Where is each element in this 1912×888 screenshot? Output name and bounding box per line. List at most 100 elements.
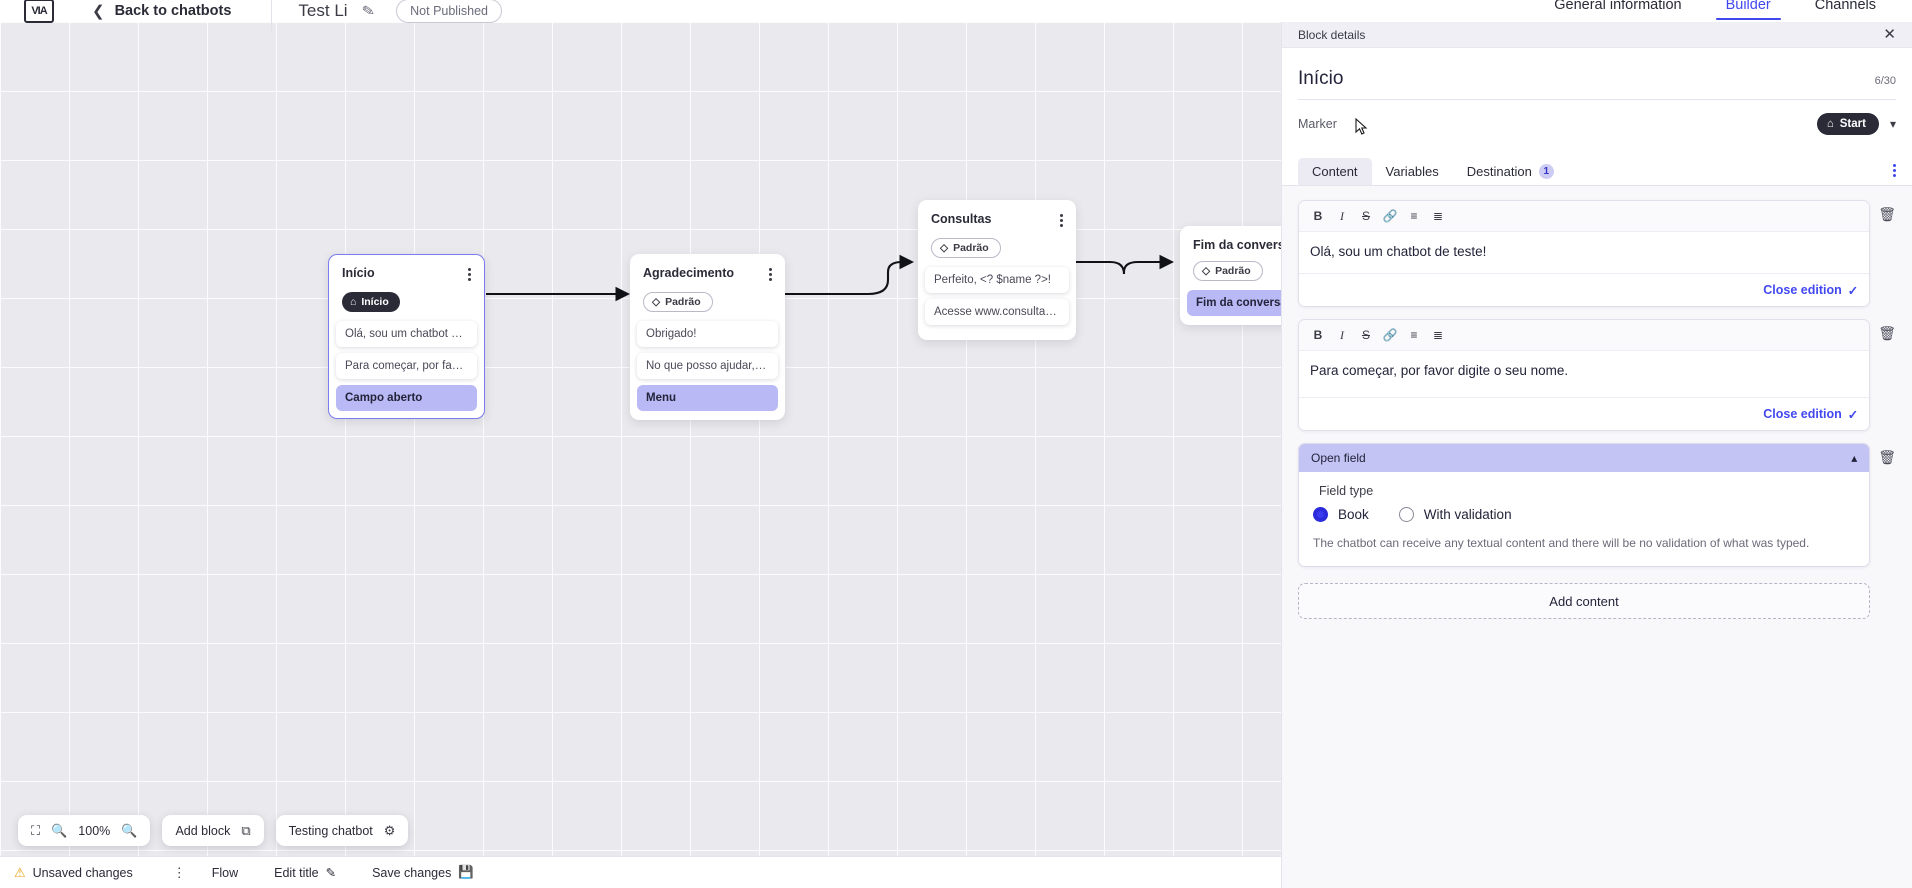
panel-more-options-icon[interactable]	[1893, 162, 1896, 185]
flow-node-fim-da-conversa[interactable]: Fim da conversa ◇ Padrão Fim da conversa	[1180, 226, 1281, 325]
canvas-toolbar: ⛶ 🔍 100% 🔍 Add block ⧉ Testing chatbot ⚙	[18, 815, 409, 846]
node-title: Agradecimento	[643, 266, 734, 280]
back-chevron-icon[interactable]: ❮	[92, 3, 105, 20]
rich-text-editor[interactable]: B I S 🔗 ≡ ≣ Olá, sou um chatbot de teste…	[1298, 200, 1871, 308]
fit-screen-icon[interactable]: ⛶	[31, 822, 41, 838]
panel-tab-destination[interactable]: Destination 1	[1453, 158, 1568, 185]
field-type-label: Field type	[1319, 484, 1374, 499]
bold-icon[interactable]: B	[1313, 209, 1323, 223]
status-more-options-icon[interactable]: ⋮	[172, 864, 186, 880]
bullet-list-icon[interactable]: ≡	[1410, 209, 1418, 223]
node-row[interactable]: Acesse www.consultas.com par...	[925, 299, 1069, 325]
bold-icon[interactable]: B	[1313, 328, 1323, 343]
node-row[interactable]: No que posso ajudar, <? $name ...	[637, 353, 778, 379]
editor-footer: Close edition ✓	[1299, 273, 1870, 307]
tab-general-information[interactable]: General information	[1554, 0, 1682, 13]
node-title: Início	[342, 265, 375, 280]
chevron-up-icon[interactable]: ▴	[1851, 451, 1858, 466]
marker-label: Marker	[1298, 117, 1337, 131]
panel-header-title: Block details	[1298, 27, 1366, 42]
italic-icon[interactable]: I	[1340, 327, 1344, 342]
radio-with-validation[interactable]	[1398, 507, 1414, 523]
tag-icon: ◇	[940, 242, 949, 254]
trash-icon[interactable]: 🗑	[1878, 325, 1896, 342]
italic-icon[interactable]: I	[1340, 208, 1344, 223]
flow-button[interactable]: Flow	[212, 866, 238, 880]
close-edition-button[interactable]: Close edition ✓	[1763, 407, 1859, 422]
trash-icon[interactable]: 🗑	[1878, 449, 1896, 466]
link-icon[interactable]: 🔗	[1382, 209, 1398, 223]
node-row[interactable]: Obrigado!	[637, 321, 778, 347]
flow-node-inicio[interactable]: Início ⌂ Início Olá, sou um chatbot de t…	[328, 254, 485, 419]
chatbot-name: Test Li	[298, 1, 348, 20]
content-block-editor: B I S 🔗 ≡ ≣ Olá, sou um chatbot de teste…	[1298, 200, 1896, 308]
close-icon[interactable]: ✕	[1883, 26, 1896, 43]
open-field-header[interactable]: Open field ▴	[1299, 444, 1870, 473]
tag-icon: ◇	[652, 296, 661, 308]
marker-row: Marker ⌂ Start ▾	[1298, 100, 1896, 135]
app-logo-icon[interactable]: VIA	[24, 0, 54, 23]
testing-chatbot-button[interactable]: Testing chatbot ⚙	[275, 815, 409, 846]
radio-book[interactable]	[1313, 507, 1328, 523]
bullet-list-icon[interactable]: ≡	[1410, 328, 1418, 343]
open-field-card: Open field ▴ Field type Book With valida…	[1298, 443, 1871, 568]
node-rows: Obrigado! No que posso ajudar, <? $name …	[630, 321, 785, 411]
marker-value-label: Start	[1839, 118, 1866, 130]
zoom-level-label: 100%	[78, 823, 111, 838]
destination-count-badge: 1	[1538, 164, 1554, 179]
editor-footer: Close edition ✓	[1299, 397, 1870, 431]
edit-title-button[interactable]: Edit title ✎	[274, 865, 337, 881]
strikethrough-icon[interactable]: S	[1361, 328, 1370, 343]
editor-text[interactable]: Olá, sou um chatbot de teste!	[1310, 244, 1487, 259]
node-row-highlighted[interactable]: Menu	[637, 385, 778, 411]
flow-node-agradecimento[interactable]: Agradecimento ◇ Padrão Obrigado! No que …	[630, 254, 785, 420]
char-counter: 6/30	[1874, 75, 1896, 87]
node-badge-tag: ◇ Padrão	[643, 292, 713, 312]
numbered-list-icon[interactable]: ≣	[1432, 209, 1444, 223]
strikethrough-icon[interactable]: S	[1361, 209, 1370, 223]
zoom-out-icon[interactable]: 🔍	[51, 822, 68, 838]
flow-canvas[interactable]: Início ⌂ Início Olá, sou um chatbot de t…	[0, 22, 1281, 888]
node-rows: Perfeito, <? $name ?>! Acesse www.consul…	[918, 267, 1076, 325]
publish-status-badge: Not Published	[396, 0, 502, 23]
add-block-button[interactable]: Add block ⧉	[162, 815, 264, 846]
tab-builder[interactable]: Builder	[1715, 0, 1781, 25]
zoom-in-icon[interactable]: 🔍	[121, 822, 138, 838]
unsaved-changes-label: Unsaved changes	[32, 865, 133, 880]
tag-icon: ◇	[1202, 265, 1211, 277]
node-row[interactable]: Perfeito, <? $name ?>!	[925, 267, 1069, 293]
node-row-highlighted[interactable]: Campo aberto	[336, 384, 477, 411]
add-content-button[interactable]: Add content	[1298, 583, 1870, 620]
editor-toolbar: B I S 🔗 ≡ ≣	[1299, 201, 1870, 232]
home-icon: ⌂	[350, 295, 357, 308]
node-row-highlighted[interactable]: Fim da conversa	[1187, 290, 1281, 316]
flow-node-consultas[interactable]: Consultas ◇ Padrão Perfeito, <? $name ?>…	[918, 200, 1076, 340]
link-icon[interactable]: 🔗	[1382, 328, 1398, 343]
pencil-icon: ✎	[325, 866, 337, 880]
node-row[interactable]: Olá, sou um chatbot de teste!	[336, 320, 477, 347]
tab-channels[interactable]: Channels	[1814, 0, 1876, 13]
trash-icon[interactable]: 🗑	[1878, 206, 1896, 222]
chevron-down-icon[interactable]: ▾	[1889, 117, 1896, 131]
open-field-title: Open field	[1311, 451, 1366, 466]
rich-text-editor[interactable]: B I S 🔗 ≡ ≣ Para começar, por favor digi…	[1298, 319, 1871, 432]
numbered-list-icon[interactable]: ≣	[1432, 328, 1444, 343]
node-row[interactable]: Para começar, por favor digite o ...	[336, 352, 477, 379]
marker-value-badge[interactable]: ⌂ Start	[1816, 113, 1879, 135]
radio-book-label: Book	[1338, 507, 1369, 523]
zoom-controls: ⛶ 🔍 100% 🔍	[18, 815, 151, 846]
node-menu-icon[interactable]	[468, 266, 471, 283]
add-block-label: Add block	[175, 823, 231, 838]
block-details-panel: Block details ✕ Início 6/30 Marker ⌂ Sta…	[1281, 22, 1912, 888]
editor-text[interactable]: Para começar, por favor digite o seu nom…	[1310, 363, 1569, 379]
add-block-icon: ⧉	[241, 822, 251, 838]
panel-tab-content[interactable]: Content	[1298, 158, 1372, 185]
node-menu-icon[interactable]	[1060, 212, 1063, 229]
close-edition-button[interactable]: Close edition ✓	[1763, 283, 1859, 298]
back-to-chatbots-link[interactable]: Back to chatbots	[114, 3, 232, 19]
save-changes-button[interactable]: Save changes 💾	[372, 865, 474, 880]
pencil-icon[interactable]: ✎	[360, 2, 376, 21]
panel-tab-variables[interactable]: Variables	[1385, 164, 1439, 179]
node-menu-icon[interactable]	[769, 266, 772, 283]
